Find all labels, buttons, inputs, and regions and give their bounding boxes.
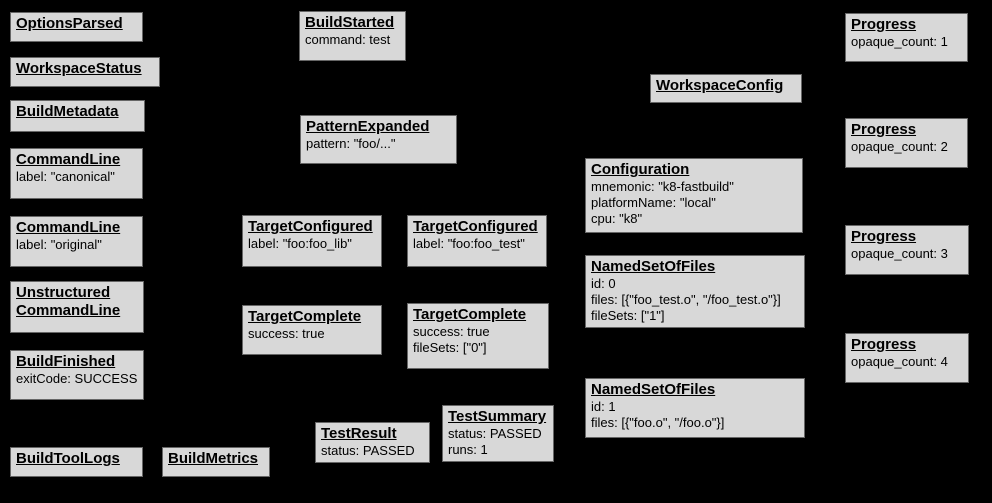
event-attribute: opaque_count: 1 xyxy=(851,34,948,49)
event-title: TargetConfigured xyxy=(413,218,538,235)
event-title: BuildMetrics xyxy=(168,450,259,467)
event-attribute: label: "original" xyxy=(16,237,102,252)
event-title: Progress xyxy=(851,336,917,353)
event-attribute: pattern: "foo/..." xyxy=(306,136,396,151)
event-title: Unstructured CommandLine xyxy=(16,284,121,319)
event-box-workspaceconfig-17: WorkspaceConfig xyxy=(650,74,802,103)
event-title: Progress xyxy=(851,228,917,245)
event-attribute: label: "foo:foo_lib" xyxy=(248,236,352,251)
event-title: WorkspaceConfig xyxy=(656,77,784,94)
event-title: TestSummary xyxy=(448,408,547,425)
event-box-optionsparsed-0: OptionsParsed xyxy=(10,12,143,42)
event-box-buildmetrics-8: BuildMetrics xyxy=(162,447,270,477)
event-attribute: files: [{"foo_test.o", "/foo_test.o"}] xyxy=(591,292,781,307)
event-attribute: cpu: "k8" xyxy=(591,211,643,226)
event-attribute: mnemonic: "k8-fastbuild" xyxy=(591,179,734,194)
event-attribute: opaque_count: 3 xyxy=(851,246,948,261)
event-attribute: fileSets: ["1"] xyxy=(591,308,665,323)
event-box-unstructured-commandline-5: Unstructured CommandLine xyxy=(10,281,144,333)
event-title: Progress xyxy=(851,121,917,138)
event-attribute: exitCode: SUCCESS xyxy=(16,371,138,386)
event-attribute: platformName: "local" xyxy=(591,195,716,210)
event-attribute: id: 0 xyxy=(591,276,616,291)
event-title: OptionsParsed xyxy=(16,15,123,32)
event-title: NamedSetOfFiles xyxy=(591,258,716,275)
event-attribute: label: "canonical" xyxy=(16,169,115,184)
event-attribute: fileSets: ["0"] xyxy=(413,340,487,355)
event-title: Progress xyxy=(851,16,917,33)
event-title: TargetConfigured xyxy=(248,218,373,235)
event-attribute: runs: 1 xyxy=(448,442,488,457)
event-title: PatternExpanded xyxy=(306,118,430,135)
event-attribute: success: true xyxy=(248,326,325,341)
event-title: BuildToolLogs xyxy=(16,450,120,467)
event-title: TargetComplete xyxy=(248,308,362,325)
event-title: NamedSetOfFiles xyxy=(591,381,716,398)
event-attribute: success: true xyxy=(413,324,490,339)
event-title: TestResult xyxy=(321,425,397,442)
event-title: BuildStarted xyxy=(305,14,395,31)
event-title: CommandLine xyxy=(16,151,121,168)
event-title: BuildFinished xyxy=(16,353,116,370)
event-title: CommandLine xyxy=(16,219,121,236)
event-title: BuildMetadata xyxy=(16,103,119,120)
event-attribute: status: PASSED xyxy=(448,426,542,441)
event-attribute: label: "foo:foo_test" xyxy=(413,236,525,251)
event-title: Configuration xyxy=(591,161,690,178)
event-title: WorkspaceStatus xyxy=(16,60,142,77)
event-title: TargetComplete xyxy=(413,306,527,323)
event-attribute: files: [{"foo.o", "/foo.o"}] xyxy=(591,415,725,430)
event-attribute: command: test xyxy=(305,32,391,47)
event-attribute: opaque_count: 2 xyxy=(851,139,948,154)
event-attribute: status: PASSED xyxy=(321,443,415,458)
event-attribute: id: 1 xyxy=(591,399,616,414)
event-attribute: opaque_count: 4 xyxy=(851,354,948,369)
event-box-workspacestatus-1: WorkspaceStatus xyxy=(10,57,160,87)
event-box-buildmetadata-2: BuildMetadata xyxy=(10,100,145,132)
event-box-buildtoollogs-7: BuildToolLogs xyxy=(10,447,143,477)
